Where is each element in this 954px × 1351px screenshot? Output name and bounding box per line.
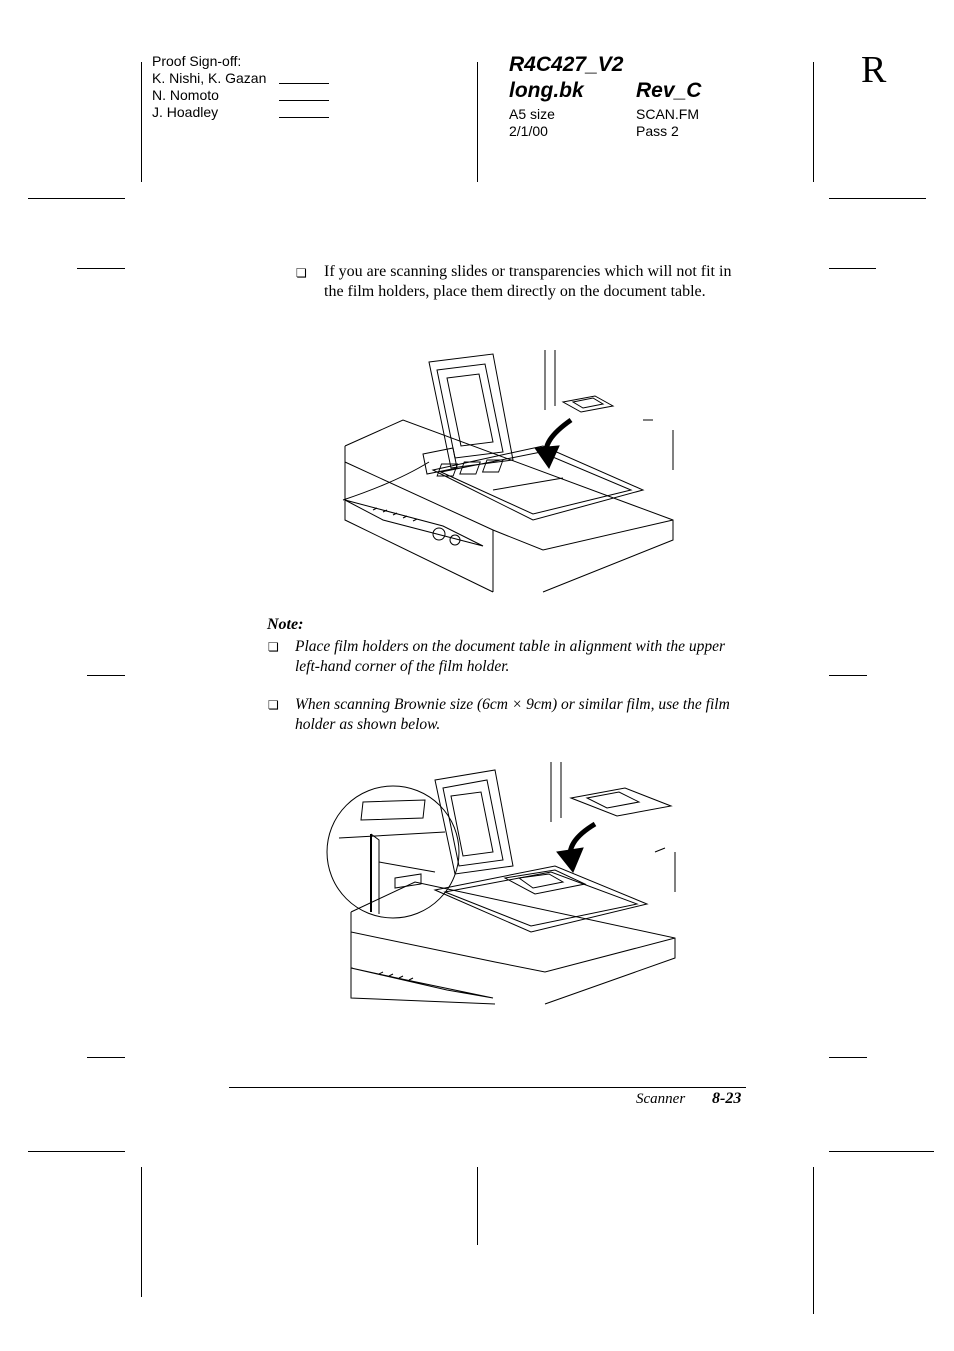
crop-mark — [141, 62, 142, 182]
proof-title: Proof Sign-off: — [152, 53, 242, 69]
crop-mark — [477, 1167, 478, 1245]
footer-section: Scanner — [636, 1091, 686, 1107]
signature-blank — [279, 70, 329, 84]
side-mark: R — [861, 49, 887, 91]
crop-mark — [77, 268, 125, 269]
signer-name: J. Hoadley — [152, 104, 219, 120]
checkbox-bullet-icon: ❏ — [268, 698, 279, 712]
signature-blank — [279, 104, 329, 118]
note-title: Note: — [267, 616, 304, 633]
crop-mark — [829, 268, 876, 269]
crop-mark — [28, 1151, 125, 1152]
book-name: long.bk — [509, 79, 584, 102]
crop-mark — [813, 1167, 814, 1314]
checkbox-bullet-icon: ❏ — [268, 640, 279, 654]
crop-mark — [477, 62, 478, 182]
revision: Rev_C — [636, 79, 702, 102]
signer-row: K. Nishi, K. Gazan — [152, 70, 342, 87]
doc-date: 2/1/00 — [509, 123, 548, 139]
signer-row: N. Nomoto — [152, 87, 342, 104]
page-size: A5 size — [509, 106, 555, 122]
signer-row: J. Hoadley — [152, 104, 342, 121]
doc-code: R4C427_V2 — [509, 53, 624, 76]
crop-mark — [813, 62, 814, 182]
note-item: Place film holders on the document table… — [295, 638, 726, 675]
signer-name: N. Nomoto — [152, 87, 219, 103]
crop-mark — [829, 675, 867, 676]
signer-name: K. Nishi, K. Gazan — [152, 70, 267, 86]
scanner-slide-illustration — [342, 350, 674, 593]
crop-mark — [829, 1057, 867, 1058]
file-name: SCAN.FM — [636, 106, 699, 122]
pass-number: Pass 2 — [636, 123, 679, 139]
proof-signoff: Proof Sign-off: K. Nishi, K. Gazan N. No… — [152, 53, 342, 121]
crop-mark — [141, 1167, 142, 1297]
brownie-film-illustration — [326, 762, 676, 1005]
page-number: 8-23 — [712, 1090, 742, 1107]
intro-paragraph: If you are scanning slides or transparen… — [324, 263, 732, 300]
note-item: When scanning Brownie size (6cm × 9cm) o… — [295, 696, 730, 733]
footer-rule — [229, 1087, 746, 1088]
checkbox-bullet-icon: ❏ — [296, 266, 307, 280]
crop-mark — [87, 675, 125, 676]
crop-mark — [829, 198, 926, 199]
crop-mark — [829, 1151, 934, 1152]
crop-mark — [28, 198, 125, 199]
crop-mark — [87, 1057, 125, 1058]
signature-blank — [279, 87, 329, 101]
